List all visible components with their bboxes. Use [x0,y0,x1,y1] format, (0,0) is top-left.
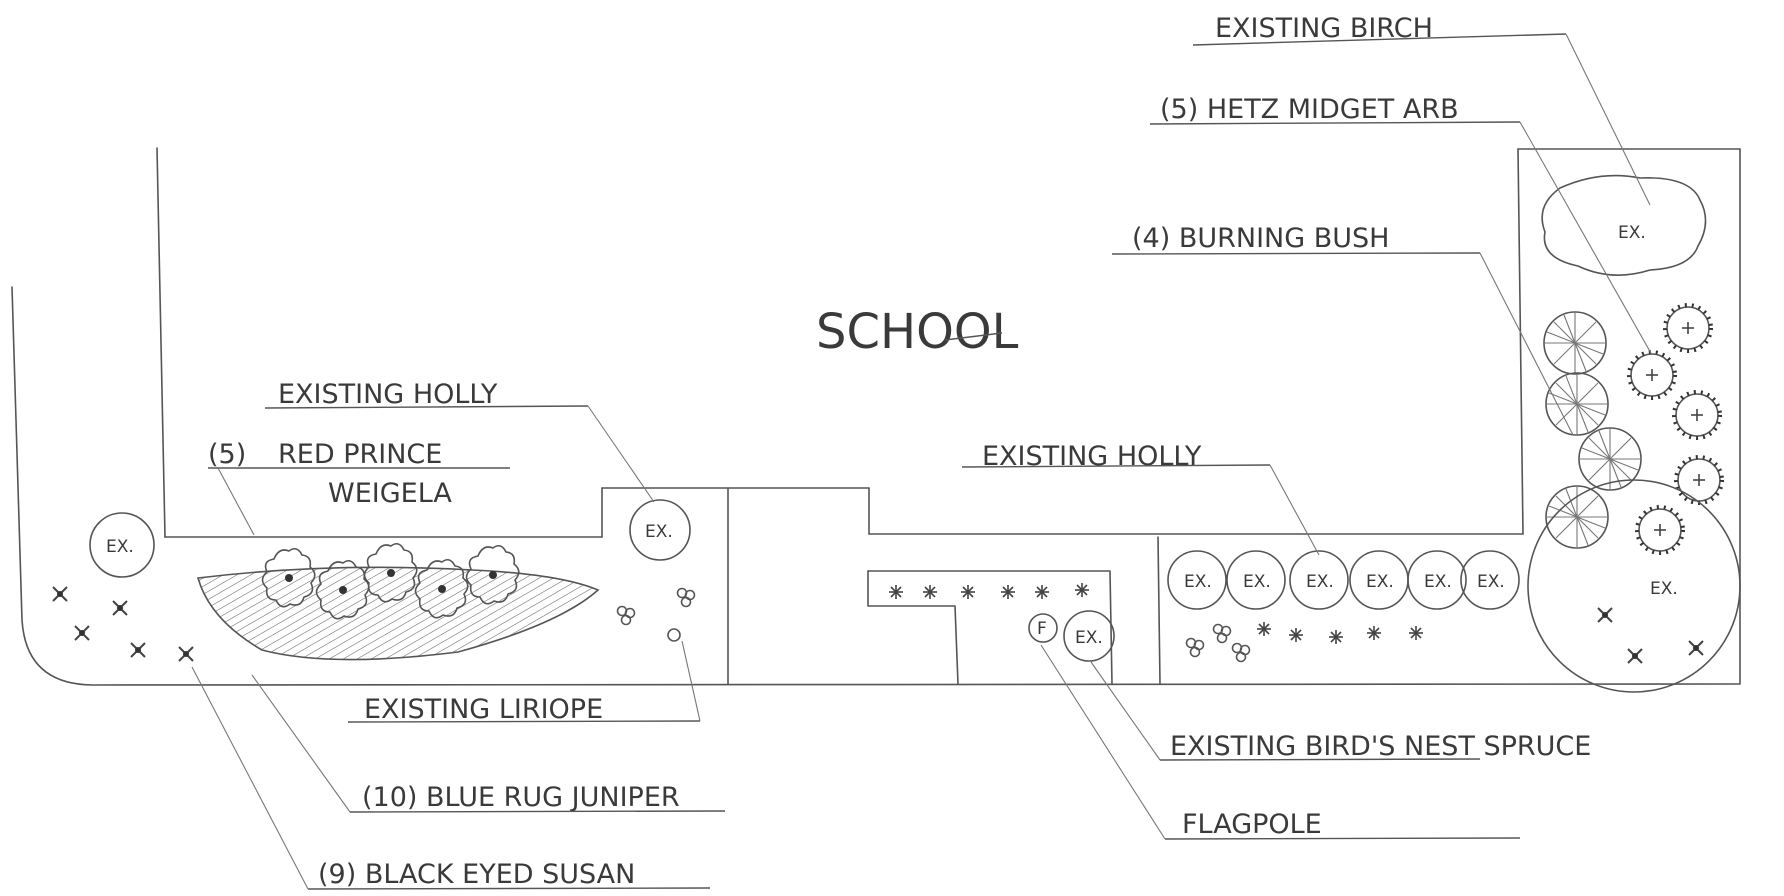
flagpole-symbol-circle [1028,613,1058,643]
existing-plant-left-symbol: EX. [106,537,134,557]
svg-text:RED PRINCE: RED PRINCE [278,439,442,470]
svg-text:FLAGPOLE: FLAGPOLE [1182,809,1322,840]
svg-text:EX.: EX. [1424,572,1452,592]
existing-birch-symbol: EX. [1618,223,1646,243]
label-existing-holly-center: EXISTING HOLLY [961,441,1271,472]
svg-text:(10) BLUE RUG JUNIPER: (10) BLUE RUG JUNIPER [362,782,680,813]
svg-text:EXISTING BIRD'S NEST SPRUCE: EXISTING BIRD'S NEST SPRUCE [1170,731,1591,762]
label-existing-liriope: EXISTING LIRIOPE [347,694,701,725]
existing-tree-large-symbol: EX. [1650,579,1678,599]
existing-liriope [616,587,1251,663]
existing-plant-left [89,512,155,578]
existing-holly-row [1167,550,1520,610]
svg-text:EX.: EX. [1184,572,1212,592]
existing-tree-large [1527,479,1741,693]
blue-rug-juniper [888,582,1424,645]
svg-text:(5) HETZ MIDGET ARB: (5) HETZ MIDGET ARB [1160,94,1459,125]
svg-text:EX.: EX. [1366,572,1394,592]
label-blue-rug: (10) BLUE RUG JUNIPER [349,782,726,813]
hetz-midget-arb [1627,303,1724,555]
svg-text:(4) BURNING BUSH: (4) BURNING BUSH [1132,223,1389,254]
existing-birch-canopy [1541,174,1707,276]
svg-text:EXISTING LIRIOPE: EXISTING LIRIOPE [364,694,603,725]
existing-holly-left-plant [629,499,691,561]
birds-nest-spruce-symbol: EX. [1075,628,1103,648]
label-flagpole: FLAGPOLE [1164,809,1521,840]
svg-text:EX.: EX. [1243,572,1271,592]
school-title: SCHOOL [816,304,1019,360]
label-black-eyed: (9) BLACK EYED SUSAN [307,859,711,890]
label-birds-nest: EXISTING BIRD'S NEST SPRUCE [1159,731,1591,762]
svg-text:(5): (5) [208,439,246,470]
existing-holly-row-symbols: EX. EX. EX. EX. EX. EX. [1184,572,1505,592]
svg-text:EX.: EX. [1306,572,1334,592]
label-hetz-midget: (5) HETZ MIDGET ARB [1149,94,1521,125]
label-burning-bush: (4) BURNING BUSH [1111,223,1481,255]
svg-text:WEIGELA: WEIGELA [328,478,452,509]
leader-lines [191,33,1653,890]
label-existing-holly-left: EXISTING HOLLY [264,379,589,410]
svg-text:(9) BLACK EYED SUSAN: (9) BLACK EYED SUSAN [318,859,635,890]
flagpole-symbol: F [1037,619,1047,639]
weigela-bed [196,566,600,661]
label-red-prince: (5) RED PRINCE WEIGELA [208,439,510,509]
svg-text:EX.: EX. [1477,572,1505,592]
svg-text:EXISTING HOLLY: EXISTING HOLLY [278,379,498,410]
school-title-tail [944,332,1003,341]
existing-holly-left-symbol: EX. [645,522,673,542]
birds-nest-spruce-plant [1063,610,1115,662]
label-existing-birch: EXISTING BIRCH [1192,13,1567,46]
